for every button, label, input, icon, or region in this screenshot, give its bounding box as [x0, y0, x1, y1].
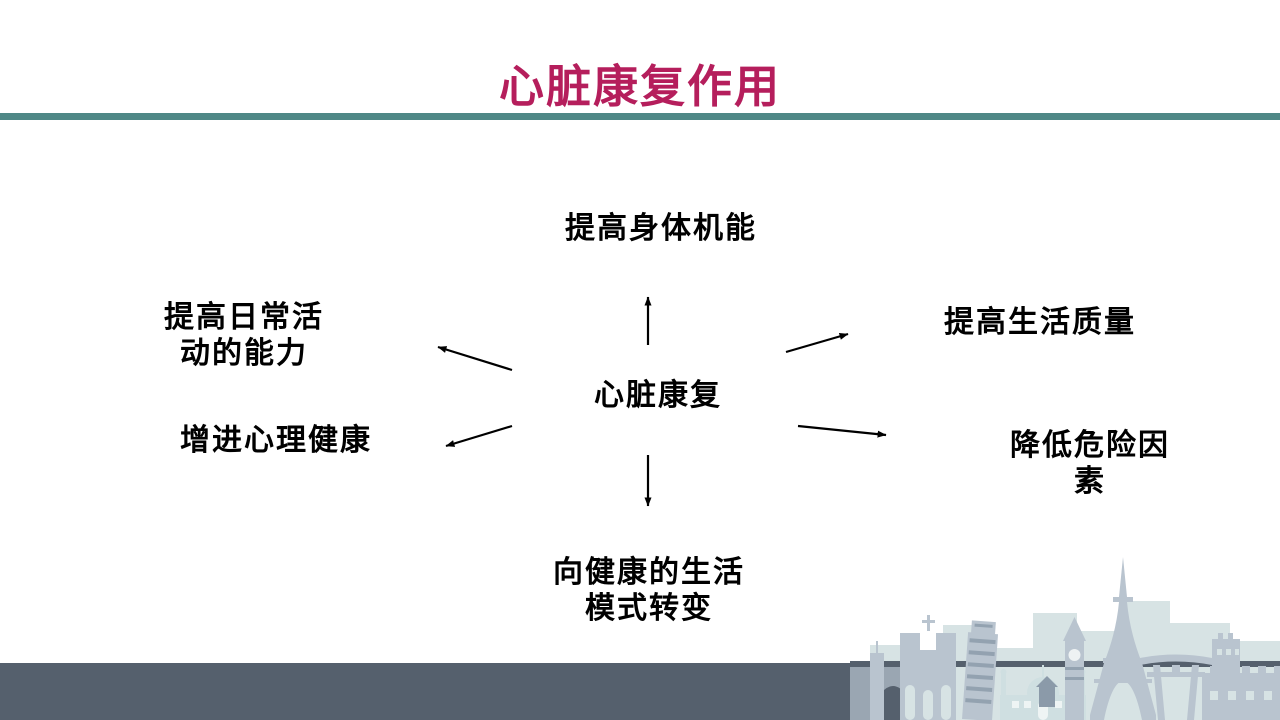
- spire-tower-icon: [870, 641, 884, 720]
- great-wall-icon: [1202, 633, 1280, 720]
- notre-dame-icon: [900, 615, 956, 720]
- small-house-icon: [1036, 676, 1058, 707]
- world-landmarks-skyline-icon: [850, 557, 1280, 720]
- leaning-tower-of-pisa-icon: [962, 620, 999, 720]
- arrow-lower-left-icon: [445, 424, 513, 448]
- title-divider: [0, 113, 1280, 120]
- node-cardiac-rehabilitation-center: 心脏康复: [594, 379, 722, 412]
- node-shift-to-healthy-lifestyle: 向健康的生活 模式转变: [553, 556, 745, 625]
- footer-band: [0, 663, 852, 720]
- node-enhance-mental-health: 增进心理健康: [180, 424, 372, 457]
- slide-title: 心脏康复作用: [498, 61, 781, 112]
- node-improve-physical-function: 提高身体机能: [565, 212, 757, 245]
- arrow-lower-right-icon: [797, 424, 887, 438]
- node-reduce-risk-factors: 降低危险因素: [1010, 429, 1170, 498]
- big-ben-icon: [1063, 617, 1086, 720]
- eiffel-tower-icon: [1090, 557, 1156, 720]
- node-improve-quality-of-life: 提高生活质量: [944, 306, 1136, 339]
- arrow-upper-left-icon: [437, 345, 513, 372]
- torii-gate-icon: [1140, 654, 1212, 720]
- node-improve-daily-activity-ability: 提高日常活 动的能力: [164, 301, 324, 370]
- arrow-upper-right-icon: [785, 332, 849, 354]
